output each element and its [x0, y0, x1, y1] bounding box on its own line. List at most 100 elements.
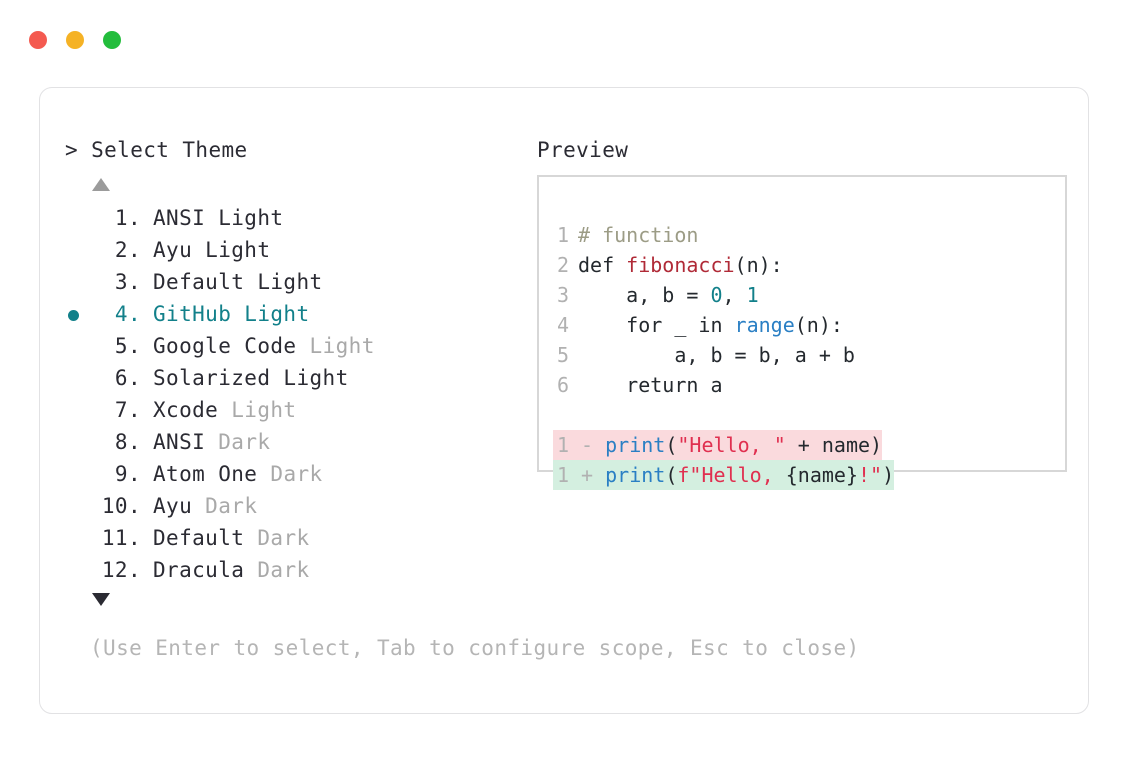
code-token-plain: , [722, 283, 747, 307]
scroll-down-arrow-icon[interactable] [92, 593, 110, 606]
line-number: 2 [556, 253, 569, 277]
diff-line-content: print("Hello, " + name) [605, 433, 882, 457]
theme-item-name: Google Code [153, 334, 297, 358]
theme-item-index: 4. [114, 302, 141, 326]
theme-list-item[interactable]: 2. Ayu Light [65, 234, 535, 266]
prompt-heading: > Select Theme [65, 138, 248, 162]
theme-item-name: GitHub Light [153, 302, 310, 326]
theme-item-variant: Light [296, 334, 375, 358]
code-token-builtin: range [734, 313, 795, 337]
theme-item-variant: Dark [257, 462, 323, 486]
theme-item-index: 3. [114, 270, 141, 294]
code-line-content: def fibonacci(n): [569, 253, 783, 277]
code-spacer [553, 400, 894, 430]
theme-item-name: Default [153, 526, 245, 550]
code-line: 1 # function [553, 220, 894, 250]
code-token-plain: (n): [794, 313, 843, 337]
theme-list-item[interactable]: 8. ANSI Dark [65, 426, 535, 458]
theme-item-name: ANSI [153, 430, 206, 454]
theme-list-item[interactable]: 1. ANSI Light [65, 202, 535, 234]
code-token-fn: fibonacci [626, 253, 735, 277]
window-controls [29, 31, 121, 49]
code-token-plain: ( [665, 433, 678, 457]
theme-picker-panel: > Select Theme 1. ANSI Light 2. Ayu Light 3.… [39, 87, 1089, 714]
code-line: 3 a, b = 0, 1 [553, 280, 894, 310]
theme-list[interactable]: 1. ANSI Light 2. Ayu Light 3. Default Light 4.… [65, 202, 535, 586]
line-number: 5 [556, 343, 569, 367]
diff-marker: + [569, 463, 606, 487]
code-line: 4 for _ in range(n): [553, 310, 894, 340]
theme-item-index: 1. [114, 206, 141, 230]
close-window-button[interactable] [29, 31, 47, 49]
theme-list-item[interactable]: 6.Solarized Light [65, 362, 535, 394]
theme-item-variant: Dark [244, 558, 310, 582]
code-token-comment: # function [578, 223, 699, 247]
theme-item-name: Ayu [153, 494, 193, 518]
theme-list-item[interactable]: 4. GitHub Light [65, 298, 535, 330]
theme-item-variant: Dark [192, 494, 258, 518]
code-token-plain: a, b = b, a + b [578, 343, 855, 367]
theme-item-variant: Dark [205, 430, 271, 454]
line-number: 1 [556, 223, 569, 247]
code-line-content: # function [569, 223, 698, 247]
code-token-plain: + name) [785, 433, 883, 457]
diff-line-wrapper: 1 - print("Hello, " + name) [553, 430, 894, 460]
line-number: 4 [556, 313, 569, 337]
theme-item-index: 2. [114, 238, 141, 262]
diff-marker: - [569, 433, 606, 457]
theme-item-index: 7. [114, 398, 141, 422]
code-token-plain: return a [578, 373, 723, 397]
code-line: 6 return a [553, 370, 894, 400]
code-token-builtin: print [605, 433, 666, 457]
scroll-up-arrow-icon[interactable] [92, 178, 110, 191]
theme-item-name: ANSI Light [153, 206, 284, 230]
theme-item-variant: Dark [244, 526, 310, 550]
code-token-plain: ( [665, 463, 678, 487]
minimize-window-button[interactable] [66, 31, 84, 49]
maximize-window-button[interactable] [103, 31, 121, 49]
line-number: 3 [556, 283, 569, 307]
diff-removed-line: 1 - print("Hello, " + name) [553, 430, 883, 460]
theme-item-index: 10. [101, 494, 141, 518]
theme-list-item[interactable]: 11. Default Dark [65, 522, 535, 554]
theme-list-item[interactable]: 7.Xcode Light [65, 394, 535, 426]
code-token-num: 0 [710, 283, 723, 307]
theme-item-index: 11. [101, 526, 141, 550]
code-token-plain: for _ in [578, 313, 735, 337]
theme-list-item[interactable]: 12. Dracula Dark [65, 554, 535, 586]
theme-list-item[interactable]: 5. Google Code Light [65, 330, 535, 362]
code-token-builtin: print [605, 463, 666, 487]
theme-list-item[interactable]: 3. Default Light [65, 266, 535, 298]
theme-item-name: Dracula [153, 558, 245, 582]
theme-list-item[interactable]: 10. Ayu Dark [65, 490, 535, 522]
code-line: 5 a, b = b, a + b [553, 340, 894, 370]
diff-line-content: print(f"Hello, {name}!") [605, 463, 894, 487]
code-token-num: 1 [746, 283, 759, 307]
code-line-content: a, b = 0, 1 [569, 283, 759, 307]
diff-line-number: 1 [556, 463, 569, 487]
theme-item-index: 8. [114, 430, 141, 454]
diff-line-wrapper: 1 + print(f"Hello, {name}!") [553, 460, 895, 490]
code-token-plain: a, b = [578, 283, 711, 307]
code-token-str: !" [858, 463, 883, 487]
selected-bullet-icon [68, 310, 79, 321]
theme-item-name: Default Light [153, 270, 323, 294]
code-token-plain: (n): [734, 253, 783, 277]
theme-item-index: 12. [101, 558, 141, 582]
code-line-content: a, b = b, a + b [569, 343, 855, 367]
line-number: 6 [556, 373, 569, 397]
keyboard-hint: (Use Enter to select, Tab to configure s… [90, 636, 860, 660]
code-line-content: for _ in range(n): [569, 313, 843, 337]
theme-item-name: Solarized Light [153, 366, 349, 390]
theme-item-name: Atom One [153, 462, 258, 486]
theme-item-index: 9. [114, 462, 141, 486]
theme-item-name: Ayu Light [153, 238, 271, 262]
theme-item-name: Xcode [153, 398, 219, 422]
theme-item-index: 5. [114, 334, 141, 358]
diff-added-line: 1 + print(f"Hello, {name}!") [553, 460, 895, 490]
preview-heading: Preview [537, 138, 629, 162]
theme-list-item[interactable]: 9. Atom One Dark [65, 458, 535, 490]
